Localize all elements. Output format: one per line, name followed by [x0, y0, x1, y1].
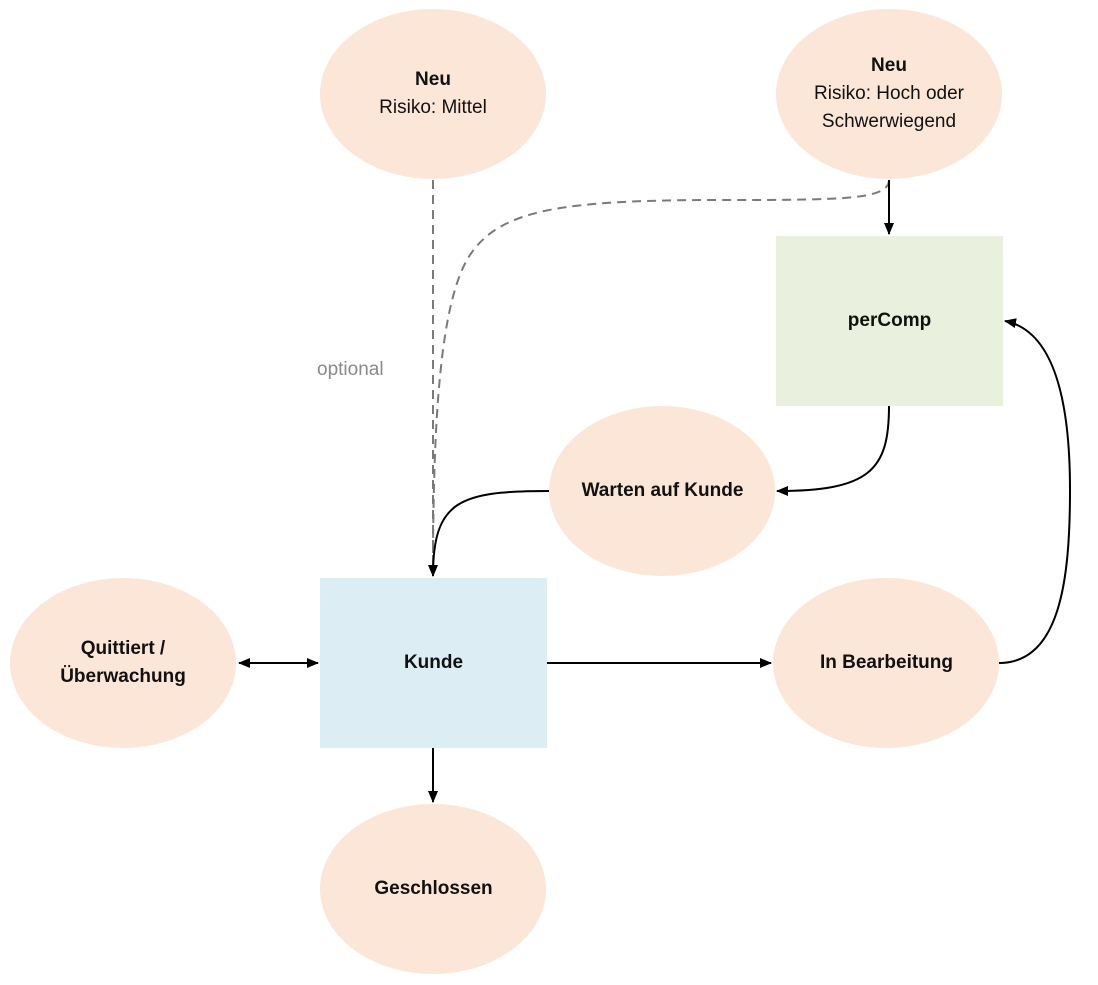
node-bearbeitung: [773, 578, 999, 748]
node-kunde: [320, 578, 547, 748]
label-kunde: Kunde: [320, 649, 547, 677]
label-geschlossen: Geschlossen: [320, 875, 547, 903]
node-geschlossen: [320, 804, 546, 974]
label-percomp: perComp: [776, 307, 1003, 335]
label-percomp-title: perComp: [847, 310, 932, 331]
node-warten: [549, 406, 775, 576]
label-quittiert-line1: Quittiert /: [80, 638, 166, 659]
label-warten-title: Warten auf Kunde: [581, 480, 744, 501]
label-neu-mittel-title: Neu: [415, 69, 451, 90]
edge-label-optional: optional: [317, 359, 384, 380]
label-neu-hoch-title: Neu: [871, 55, 907, 76]
label-warten: Warten auf Kunde: [549, 477, 776, 505]
edge-neu-hoch-to-kunde: [432, 179, 890, 577]
label-neu-hoch-subtitle-2: Schwerwiegend: [821, 111, 957, 132]
edge-bearbeitung-to-percomp: [998, 318, 1072, 664]
node-percomp: [776, 236, 1003, 406]
node-neu-mittel: [320, 9, 546, 179]
label-neu-hoch: Neu Risiko: Hoch oder Schwerwiegend: [789, 52, 989, 136]
node-neu-hoch: [776, 9, 1002, 179]
label-neu-hoch-subtitle-1: Risiko: Hoch oder: [814, 83, 964, 104]
label-quittiert-line2: Überwachung: [60, 666, 186, 687]
label-bearbeitung-title: In Bearbeitung: [819, 652, 953, 673]
label-kunde-title: Kunde: [403, 652, 464, 673]
edge-warten-to-kunde: [428, 490, 550, 577]
label-quittiert: Quittiert / Überwachung: [23, 635, 223, 691]
node-quittiert: [10, 578, 236, 748]
edge-percomp-to-warten: [776, 405, 890, 496]
label-geschlossen-title: Geschlossen: [374, 878, 493, 899]
label-neu-mittel-subtitle: Risiko: Mittel: [379, 97, 487, 118]
label-bearbeitung: In Bearbeitung: [773, 649, 1000, 677]
label-neu-mittel: Neu Risiko: Mittel: [333, 66, 533, 122]
